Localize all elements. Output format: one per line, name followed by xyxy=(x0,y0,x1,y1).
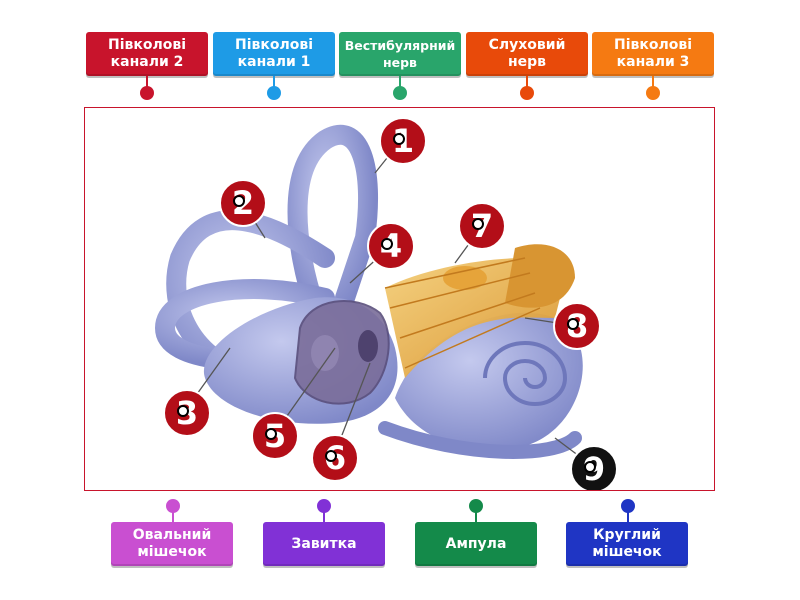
drop-target-dot[interactable] xyxy=(381,238,393,250)
drop-target-dot[interactable] xyxy=(325,450,337,462)
drop-target-dot[interactable] xyxy=(177,405,189,417)
pin-dot xyxy=(317,499,331,513)
marker-4[interactable]: 4 xyxy=(367,222,415,270)
marker-5[interactable]: 5 xyxy=(251,412,299,460)
pin-line xyxy=(652,76,654,90)
tag-label: Півколові канали 2 xyxy=(107,37,187,70)
marker-1[interactable]: 1 xyxy=(379,117,427,165)
marker-7[interactable]: 7 xyxy=(458,202,506,250)
pin-line xyxy=(627,509,629,523)
numbered-markers: 1 2 47 8 356 9 xyxy=(163,117,618,493)
tag-pivkolovi-kanaly-1[interactable]: Півколові канали 1 xyxy=(213,32,335,76)
drop-target-dot[interactable] xyxy=(472,218,484,230)
marker-8[interactable]: 8 xyxy=(553,302,601,350)
tag-kruhlyi-mishechok[interactable]: Круглий мішечок xyxy=(566,522,688,566)
tag-label: Півколові канали 3 xyxy=(613,37,693,70)
pin-dot xyxy=(646,86,660,100)
pin-line xyxy=(172,509,174,523)
tag-pivkolovi-kanaly-2[interactable]: Півколові канали 2 xyxy=(86,32,208,76)
pin-line xyxy=(526,76,528,90)
tag-slukhovyi-nerv[interactable]: Слуховий нерв xyxy=(466,32,588,76)
marker-6[interactable]: 6 xyxy=(311,434,359,482)
pin-line xyxy=(399,76,401,90)
pin-dot xyxy=(166,499,180,513)
inner-ear-diagram: 1 2 47 8 356 9 xyxy=(154,117,618,493)
tag-zavytka[interactable]: Завитка xyxy=(263,522,385,566)
tag-pivkolovi-kanaly-3[interactable]: Півколові канали 3 xyxy=(592,32,714,76)
diagram-frame: 1 2 47 8 356 9 xyxy=(84,107,715,493)
tag-ampula[interactable]: Ампула xyxy=(415,522,537,566)
pin-line xyxy=(323,509,325,523)
pin-dot xyxy=(267,86,281,100)
pin-line xyxy=(475,509,477,523)
drop-target-dot[interactable] xyxy=(233,195,245,207)
tag-ovalnyi-mishechok[interactable]: Овальний мішечок xyxy=(111,522,233,566)
vestibule xyxy=(203,297,398,424)
drop-target-dot[interactable] xyxy=(265,428,277,440)
tag-label: Ампула xyxy=(445,535,507,552)
pin-dot xyxy=(469,499,483,513)
tag-label: Півколові канали 1 xyxy=(234,37,314,70)
marker-3[interactable]: 3 xyxy=(163,389,211,437)
drop-target-dot[interactable] xyxy=(584,461,596,473)
pin-line xyxy=(146,76,148,90)
tag-label: Завитка xyxy=(291,535,357,552)
tag-label: Круглий мішечок xyxy=(592,527,662,560)
pin-dot xyxy=(621,499,635,513)
pin-line xyxy=(273,76,275,90)
drop-target-dot[interactable] xyxy=(567,318,579,330)
tag-vestybuliarnyi-nerv[interactable]: Вестибулярний нерв xyxy=(339,32,461,76)
tag-label: Слуховий нерв xyxy=(488,37,566,70)
drop-target-dot[interactable] xyxy=(393,133,405,145)
pin-dot xyxy=(393,86,407,100)
tag-label: Вестибулярний нерв xyxy=(344,38,456,70)
marker-9[interactable]: 9 xyxy=(570,445,618,493)
auditory-vestibular-nerves xyxy=(384,244,575,378)
pin-dot xyxy=(140,86,154,100)
marker-2[interactable]: 2 xyxy=(219,179,267,227)
tag-label: Овальний мішечок xyxy=(132,527,212,560)
pin-dot xyxy=(520,86,534,100)
